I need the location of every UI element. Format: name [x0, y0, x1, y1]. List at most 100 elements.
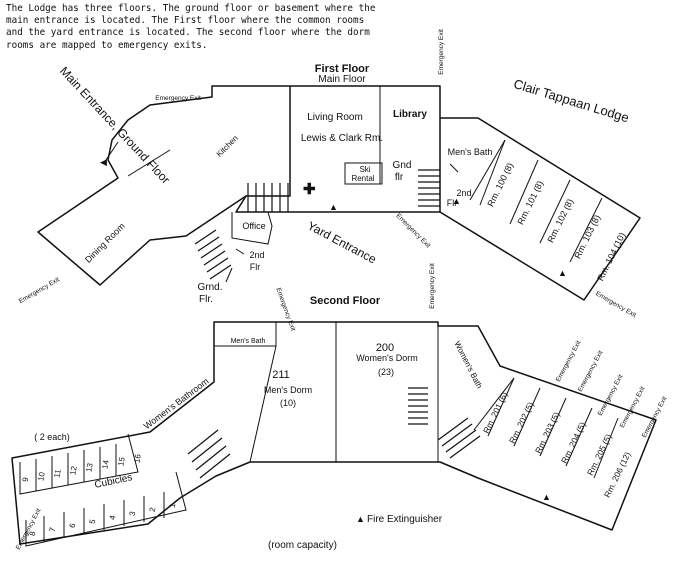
cubicle-number: 3	[128, 510, 138, 516]
fire-extinguisher-icon: ▲	[558, 268, 567, 278]
cubicle-number: 2	[148, 506, 158, 512]
cubicle-number: 11	[52, 468, 62, 478]
grnd-flr-label: Grnd.	[197, 282, 222, 293]
cubicles-lower-row	[25, 471, 187, 547]
second-flr-label: Flr	[447, 198, 458, 208]
office-outline	[231, 211, 273, 245]
room-202-label: Rm. 202 (5)	[507, 400, 536, 445]
intro-line: rooms are mapped to emergency exits.	[6, 39, 208, 51]
room-206-label: Rm. 206 (12)	[602, 450, 633, 499]
main-floor-subheading: Main Floor	[318, 74, 366, 85]
office-label: Office	[242, 221, 265, 231]
emergency-exit-label: Emergency Exit	[577, 349, 605, 393]
intro-line: and the yard entrance is located. The se…	[6, 27, 370, 39]
kitchen-wall	[127, 149, 171, 177]
main-entrance-label: Main Entrance, Ground Floor	[57, 64, 173, 187]
ski-rental-box	[344, 162, 383, 185]
mens-dorm-label: Men's Dorm	[264, 385, 312, 395]
cubicle-number: 8	[28, 530, 38, 536]
cubicle-number: 5	[88, 518, 98, 524]
gnd-flr-label: flr	[395, 172, 404, 183]
emergency-exit-label: Emergency Exit	[597, 373, 625, 417]
second-flr-label: 2nd	[456, 188, 471, 198]
emergency-exit-label: Emergency Exit	[594, 290, 637, 319]
emergency-exit-label: Emergency Exit	[641, 395, 669, 439]
west-wing-outline	[37, 85, 291, 286]
room-203-label: Rm. 203 (5)	[533, 410, 562, 455]
cubicle-number: 16	[132, 453, 143, 464]
first-floor-plan: ✚ ▲ ▲ ▲ ◀ First Floor Main Floor Clair T…	[18, 29, 641, 319]
ski-rental-label: Rental	[351, 174, 374, 183]
room-211-capacity: (10)	[280, 398, 296, 408]
fire-extinguisher-icon: ▲	[452, 196, 461, 206]
cubicle-number: 6	[68, 522, 78, 528]
cubicle-dividers-upper	[35, 444, 117, 491]
emergency-exit-label: Emergency Exit	[18, 276, 61, 305]
room-100-label: Rm. 100 (8)	[485, 161, 515, 208]
east-corridor-wall-2	[473, 377, 515, 431]
cubicle-number: 13	[84, 462, 95, 473]
second-floor-outline	[11, 321, 657, 545]
intro-text: The Lodge has three floors. The ground f…	[6, 3, 426, 52]
cubicle-number: 10	[36, 471, 47, 482]
cubicles-upper-row	[19, 433, 139, 495]
dining-room-label: Dining Room	[83, 221, 127, 265]
stairs-icon	[408, 387, 428, 425]
room-dividers-200	[487, 377, 619, 479]
room-104-label: Rm. 104 (10)	[595, 231, 627, 283]
emergency-exit-label: Emergency Exit	[274, 287, 296, 332]
emergency-exit-label: Emergency Exit	[394, 212, 431, 249]
stairs-icon	[437, 417, 481, 459]
mens-bath-label: Men's Bath	[231, 338, 266, 345]
central-core-outline	[235, 85, 441, 213]
room-201-label: Rm. 201 (6)	[481, 390, 510, 435]
living-room-label: Living Room	[307, 112, 363, 123]
room-capacity-legend: (room capacity)	[268, 540, 337, 551]
ski-rental-label: Ski	[359, 165, 370, 174]
lewis-clark-label: Lewis & Clark Rm.	[301, 133, 383, 144]
room-200-number: 200	[376, 342, 394, 354]
arrow-icon	[449, 163, 459, 173]
cubicle-number: 12	[68, 465, 79, 476]
room-102-label: Rm. 102 (8)	[545, 197, 575, 244]
first-aid-icon: ✚	[303, 181, 316, 198]
fire-extinguisher-icon: ▲	[542, 492, 551, 502]
fire-extinguisher-icon: ▲	[329, 202, 338, 212]
second-floor-plan: Second Floor	[11, 287, 669, 551]
emergency-exit-label: Emergency Exit	[438, 29, 445, 75]
stairs-icon	[187, 429, 231, 479]
gnd-flr-label: Gnd	[393, 160, 412, 171]
emergency-exit-label: Emergency Exit	[429, 263, 436, 309]
womens-bath-label: Women's Bath	[452, 340, 483, 390]
womens-dorm-label: Women's Dorm	[356, 353, 418, 363]
second-flr-label: 2nd	[249, 250, 264, 260]
room-205-label: Rm. 205 (5)	[585, 432, 614, 477]
library-label: Library	[393, 109, 427, 120]
emergency-exit-label: Emergency Exit	[619, 385, 647, 429]
room-dividers-100	[479, 139, 603, 263]
cubicle-number: 15	[116, 456, 127, 467]
cubicle-dividers-lower	[43, 492, 165, 542]
two-each-label: ( 2 each)	[34, 432, 70, 442]
kitchen-label: Kitchen	[215, 134, 240, 159]
room-200-capacity: (23)	[378, 367, 394, 377]
room-103-label: Rm. 103 (8)	[572, 213, 602, 260]
arrow-icon	[225, 267, 233, 283]
cubicle-number: 9	[21, 476, 31, 482]
cubicle-number: 4	[108, 514, 118, 520]
room-211-wall	[249, 345, 277, 463]
cubicle-number: 1	[168, 502, 178, 508]
room-204-label: Rm. 204 (5)	[559, 420, 588, 465]
stairs-icon	[247, 183, 289, 212]
grnd-flr-label: Flr.	[199, 294, 213, 305]
intro-line: The Lodge has three floors. The ground f…	[6, 3, 376, 14]
arrow-icon: ◀	[100, 157, 107, 167]
east-wing-outline	[439, 117, 641, 301]
second-flr-label: Flr	[250, 262, 261, 272]
mens-bath-label: Men's Bath	[448, 147, 493, 157]
second-floor-heading: Second Floor	[310, 295, 381, 307]
intro-line: main entrance is located. The First floo…	[6, 15, 365, 27]
womens-bathroom-label: Women's Bathroom	[142, 376, 211, 431]
room-211-number: 211	[272, 369, 290, 381]
